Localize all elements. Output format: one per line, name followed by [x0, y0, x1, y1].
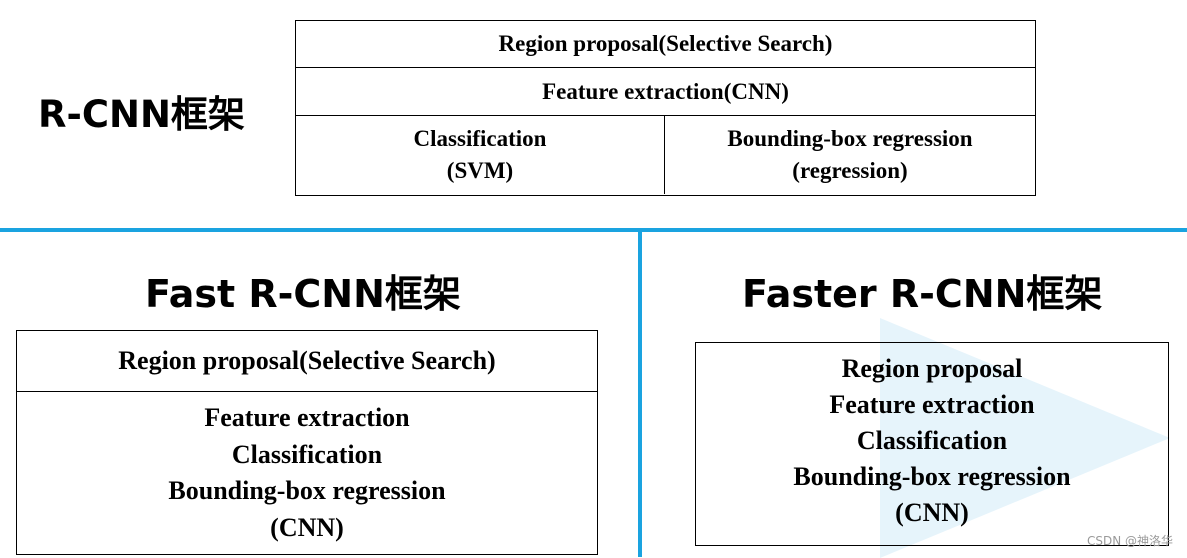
- rcnn-region-proposal-cell: Region proposal(Selective Search): [296, 21, 1035, 68]
- rcnn-regression-text: (regression): [792, 158, 908, 183]
- rcnn-feature-extraction-cell: Feature extraction(CNN): [296, 68, 1035, 116]
- fast-rcnn-classification-text: Classification: [231, 439, 383, 469]
- fast-rcnn-bbox-regression-text: Bounding-box regression: [168, 476, 446, 505]
- rcnn-classification-text: Classification: [413, 126, 547, 151]
- fast-rcnn-region-proposal-text: Region proposal(Selective Search): [118, 345, 496, 375]
- fast-rcnn-feature-extraction-text: Feature extraction: [204, 403, 410, 432]
- faster-rcnn-region-proposal-text: Region proposal: [841, 354, 1023, 383]
- rcnn-pipeline-box: Region proposal(Selective Search) Featur…: [295, 20, 1036, 196]
- faster-rcnn-feature-extraction-text: Feature extraction: [829, 390, 1035, 419]
- vertical-divider: [638, 230, 642, 557]
- faster-rcnn-cnn-cell: Region proposal Feature extraction Class…: [696, 343, 1168, 545]
- rcnn-bbox-regression-cell: Bounding-box regression (regression): [665, 116, 1035, 194]
- faster-rcnn-bbox-regression-text: Bounding-box regression: [793, 462, 1071, 491]
- rcnn-region-proposal-text: Region proposal(Selective Search): [498, 31, 833, 56]
- fast-rcnn-region-proposal-cell: Region proposal(Selective Search): [17, 331, 597, 392]
- faster-rcnn-classification-text: Classification: [856, 426, 1008, 455]
- faster-rcnn-title: Faster R-CNN框架: [742, 272, 1103, 316]
- horizontal-divider: [0, 228, 1187, 232]
- rcnn-svm-text: (SVM): [446, 158, 514, 183]
- fast-rcnn-cnn-cell: Feature extraction Classification Boundi…: [17, 392, 597, 554]
- rcnn-feature-extraction-text: Feature extraction(CNN): [542, 78, 789, 104]
- rcnn-title: R-CNN框架: [38, 93, 245, 136]
- faster-rcnn-pipeline-box: Region proposal Feature extraction Class…: [695, 342, 1169, 546]
- rcnn-bbox-regression-text: Bounding-box regression: [727, 126, 973, 151]
- faster-rcnn-cnn-text: (CNN): [895, 498, 969, 527]
- watermark: CSDN @神洛华: [1086, 534, 1173, 548]
- fast-rcnn-title: Fast R-CNN框架: [145, 272, 461, 316]
- rcnn-classification-cell: Classification (SVM): [296, 116, 665, 194]
- fast-rcnn-cnn-text: (CNN): [270, 512, 344, 542]
- decorative-triangle-shape: [880, 318, 1170, 558]
- fast-rcnn-pipeline-box: Region proposal(Selective Search) Featur…: [16, 330, 598, 555]
